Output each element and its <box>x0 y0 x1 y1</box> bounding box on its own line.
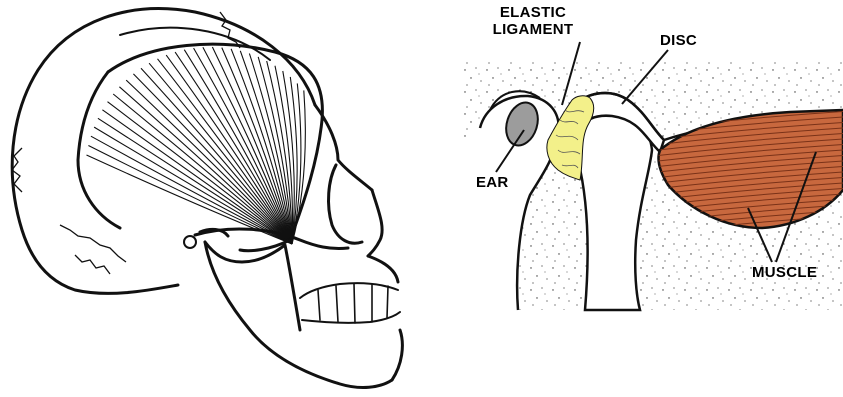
nasal-outline <box>368 190 382 256</box>
ear-label: EAR <box>476 174 509 191</box>
ear-canal <box>184 236 196 248</box>
temporalis-fiber <box>133 74 292 244</box>
disc-label: DISC <box>660 32 697 49</box>
tooth-dividers <box>318 284 388 323</box>
temporalis-muscle-fibers <box>87 47 306 244</box>
temporalis-fiber <box>102 110 292 244</box>
elastic-ligament-label-line2: LIGAMENT <box>478 21 588 38</box>
lower-teeth <box>302 312 400 323</box>
chin <box>392 330 402 380</box>
skull-sutures <box>12 12 240 274</box>
temporalis-fiber <box>203 47 292 244</box>
muscle-label: MUSCLE <box>752 264 817 281</box>
skull-drawing <box>12 9 402 388</box>
elastic-ligament-label-line1: ELASTIC <box>478 4 588 21</box>
elastic-ligament-label: ELASTIC LIGAMENT <box>478 4 588 38</box>
temporalis-front-edge <box>78 72 120 228</box>
upper-teeth <box>300 283 398 298</box>
maxilla-outline <box>368 256 398 282</box>
